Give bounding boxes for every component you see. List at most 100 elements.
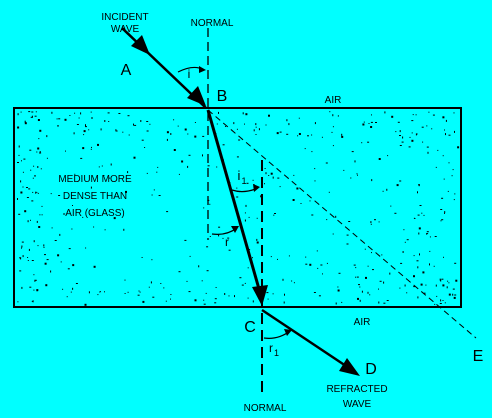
speckle-dot bbox=[394, 212, 397, 214]
speckle-dot bbox=[34, 279, 37, 281]
speckle-dot bbox=[346, 234, 349, 236]
speckle-dot bbox=[279, 186, 281, 188]
speckle-dot bbox=[104, 291, 105, 293]
speckle-dot bbox=[448, 282, 450, 284]
speckle-dot bbox=[399, 130, 401, 133]
speckle-dot bbox=[21, 160, 22, 162]
speckle-dot bbox=[46, 157, 48, 159]
air-top-label: AIR bbox=[325, 95, 342, 106]
speckle-dot bbox=[242, 112, 244, 115]
speckle-dot bbox=[21, 241, 24, 243]
speckle-dot bbox=[444, 211, 446, 214]
speckle-dot bbox=[326, 262, 328, 264]
speckle-dot bbox=[20, 191, 23, 194]
speckle-dot bbox=[214, 302, 217, 304]
speckle-dot bbox=[88, 129, 90, 131]
medium-label-line1: MEDIUM MORE bbox=[58, 174, 132, 185]
speckle-dot bbox=[369, 294, 371, 296]
speckle-dot bbox=[73, 132, 75, 135]
speckle-dot bbox=[343, 169, 345, 171]
speckle-dot bbox=[357, 174, 358, 176]
glass-block bbox=[13, 107, 462, 308]
speckle-dot bbox=[30, 169, 32, 171]
speckle-dot bbox=[422, 141, 424, 143]
speckle-dot bbox=[399, 145, 402, 146]
speckle-dot bbox=[440, 209, 443, 210]
speckle-dot bbox=[403, 229, 405, 231]
speckle-dot bbox=[448, 162, 450, 164]
speckle-dot bbox=[28, 188, 31, 190]
speckle-dot bbox=[399, 180, 402, 182]
speckle-dot bbox=[279, 131, 282, 133]
speckle-dot bbox=[434, 303, 436, 305]
speckle-dot bbox=[416, 133, 418, 135]
speckle-dot bbox=[435, 166, 437, 168]
speckle-dot bbox=[378, 288, 379, 290]
angle-r1-label: r1 bbox=[269, 341, 279, 358]
speckle-dot bbox=[391, 115, 394, 118]
speckle-dot bbox=[24, 122, 27, 125]
speckle-dot bbox=[124, 279, 126, 281]
speckle-dot bbox=[21, 245, 23, 248]
speckle-dot bbox=[93, 226, 95, 228]
speckle-dot bbox=[118, 113, 121, 114]
speckle-dot bbox=[218, 226, 221, 228]
speckle-dot bbox=[18, 145, 20, 148]
speckle-dot bbox=[255, 126, 257, 128]
speckle-dot bbox=[75, 283, 78, 284]
speckle-dot bbox=[288, 255, 290, 257]
medium-label-line3: AIR (GLASS) bbox=[65, 208, 124, 219]
speckle-dot bbox=[122, 131, 124, 133]
speckle-dot bbox=[62, 288, 64, 290]
speckle-dot bbox=[218, 111, 219, 114]
speckle-dot bbox=[32, 300, 34, 303]
speckle-dot bbox=[141, 257, 143, 258]
speckle-dot bbox=[144, 147, 146, 148]
speckle-dot bbox=[214, 298, 217, 300]
speckle-dot bbox=[194, 299, 197, 302]
speckle-dot bbox=[436, 295, 438, 297]
speckle-dot bbox=[99, 291, 101, 293]
speckle-dot bbox=[351, 151, 354, 153]
speckle-dot bbox=[335, 215, 337, 218]
speckle-dot bbox=[36, 289, 39, 292]
speckle-dot bbox=[166, 131, 169, 134]
air-bottom-label: AIR bbox=[354, 317, 371, 328]
refracted-wave-label-line1: REFRACTED bbox=[326, 384, 387, 395]
speckle-dot bbox=[201, 280, 203, 282]
speckle-dot bbox=[353, 264, 356, 266]
speckle-dot bbox=[433, 265, 435, 267]
speckle-dot bbox=[26, 187, 28, 188]
speckle-dot bbox=[256, 238, 258, 241]
speckle-dot bbox=[207, 165, 210, 167]
speckle-dot bbox=[421, 126, 424, 128]
refracted-ray-in-glass bbox=[206, 109, 263, 297]
speckle-dot bbox=[90, 111, 92, 113]
speckle-dot bbox=[341, 301, 343, 303]
speckle-dot bbox=[236, 128, 238, 130]
speckle-dot bbox=[43, 246, 45, 248]
speckle-dot bbox=[283, 301, 285, 304]
speckle-dot bbox=[74, 173, 76, 175]
speckle-dot bbox=[24, 210, 27, 213]
speckle-dot bbox=[335, 302, 337, 305]
speckle-dot bbox=[418, 232, 420, 235]
glass-arrow-head bbox=[252, 285, 268, 306]
speckle-dot bbox=[378, 221, 380, 223]
speckle-dot bbox=[127, 115, 130, 117]
speckle-dot bbox=[452, 288, 455, 290]
speckle-dot bbox=[402, 136, 404, 139]
speckle-dot bbox=[378, 301, 380, 304]
speckle-dot bbox=[426, 125, 428, 127]
speckle-dot bbox=[386, 300, 389, 301]
speckle-dot bbox=[244, 282, 246, 284]
speckle-dot bbox=[31, 200, 34, 202]
speckle-dot bbox=[44, 262, 47, 265]
speckle-dot bbox=[236, 196, 239, 198]
speckle-dot bbox=[84, 303, 87, 306]
speckle-dot bbox=[314, 180, 316, 182]
speckle-dot bbox=[35, 111, 37, 113]
speckle-dot bbox=[413, 255, 415, 257]
speckle-dot bbox=[442, 300, 444, 301]
speckle-dot bbox=[38, 138, 40, 140]
